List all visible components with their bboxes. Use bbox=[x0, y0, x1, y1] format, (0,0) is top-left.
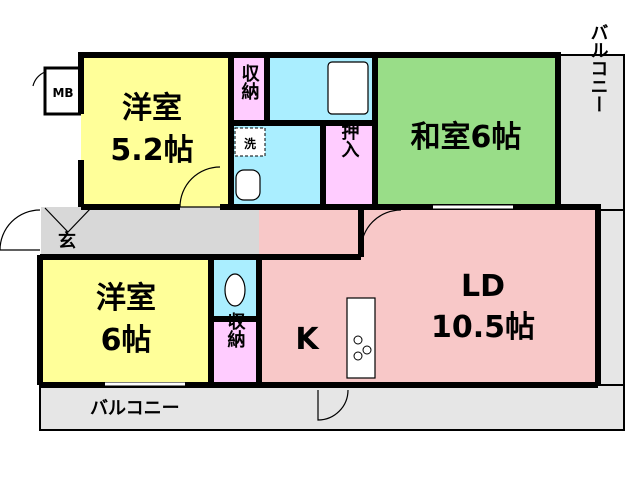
w1-size: 5.2帖 bbox=[110, 133, 193, 168]
door-w1 bbox=[179, 166, 221, 208]
balcony-right bbox=[557, 54, 625, 211]
ld-room bbox=[259, 210, 598, 385]
closet-top bbox=[231, 55, 267, 123]
oshiire-label: 押入 bbox=[339, 121, 360, 158]
kitchen-counter bbox=[346, 297, 376, 379]
western-room-1 bbox=[81, 55, 231, 207]
balcony-bottom-label: バルコニー bbox=[90, 398, 180, 419]
closet-bottom bbox=[211, 319, 259, 385]
balcony-right-label: バルコニー bbox=[588, 23, 609, 113]
mb-label: MB bbox=[52, 86, 73, 100]
stove-burner-icon-2 bbox=[362, 345, 372, 355]
stove-burner-icon bbox=[353, 335, 363, 345]
closet-bottom-label: 収納 bbox=[225, 312, 246, 348]
western-room-2 bbox=[41, 257, 211, 385]
ld-size: 10.5帖 bbox=[431, 310, 535, 345]
washer-space bbox=[234, 127, 266, 157]
door-shoe bbox=[44, 207, 92, 233]
w1-name: 洋室 bbox=[122, 91, 182, 126]
toilet-icon bbox=[224, 273, 246, 307]
door-balcony bbox=[317, 389, 349, 421]
ld-name: LD bbox=[461, 269, 505, 304]
sink-icon bbox=[235, 169, 261, 201]
jr-name: 和室6帖 bbox=[411, 120, 522, 155]
wall-outer-top bbox=[78, 52, 601, 385]
bathtub-icon bbox=[327, 61, 369, 115]
w2-size: 6帖 bbox=[101, 323, 152, 358]
closet-top-label-1: 収納 bbox=[239, 64, 260, 100]
entrance-label: 玄 bbox=[58, 230, 76, 252]
door-ld bbox=[360, 209, 402, 251]
oshiire bbox=[323, 123, 375, 207]
door-entrance bbox=[0, 209, 41, 251]
stove-burner-icon-3 bbox=[353, 351, 363, 361]
wash-label: 洗 bbox=[244, 136, 256, 151]
w2-name: 洋室 bbox=[96, 281, 156, 316]
door-mb bbox=[32, 71, 46, 87]
kitchen-name: K bbox=[295, 322, 320, 357]
japanese-room bbox=[375, 55, 558, 207]
